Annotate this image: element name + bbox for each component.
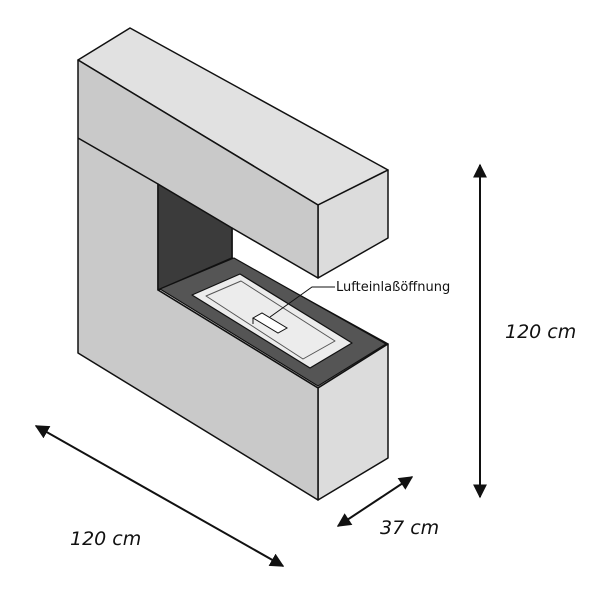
width-dimension-arrow xyxy=(34,425,285,567)
callout-label: Lufteinlaßöffnung xyxy=(336,280,450,295)
width-dimension-label: 120 cm xyxy=(70,528,141,550)
depth-dimension-label: 37 cm xyxy=(380,517,439,539)
callout-leader-line xyxy=(269,286,335,318)
air-inlet-slot xyxy=(252,312,288,334)
height-dimension-label: 120 cm xyxy=(505,321,576,343)
depth-dimension-arrow xyxy=(336,476,414,527)
firebox-back-wall xyxy=(157,183,233,291)
